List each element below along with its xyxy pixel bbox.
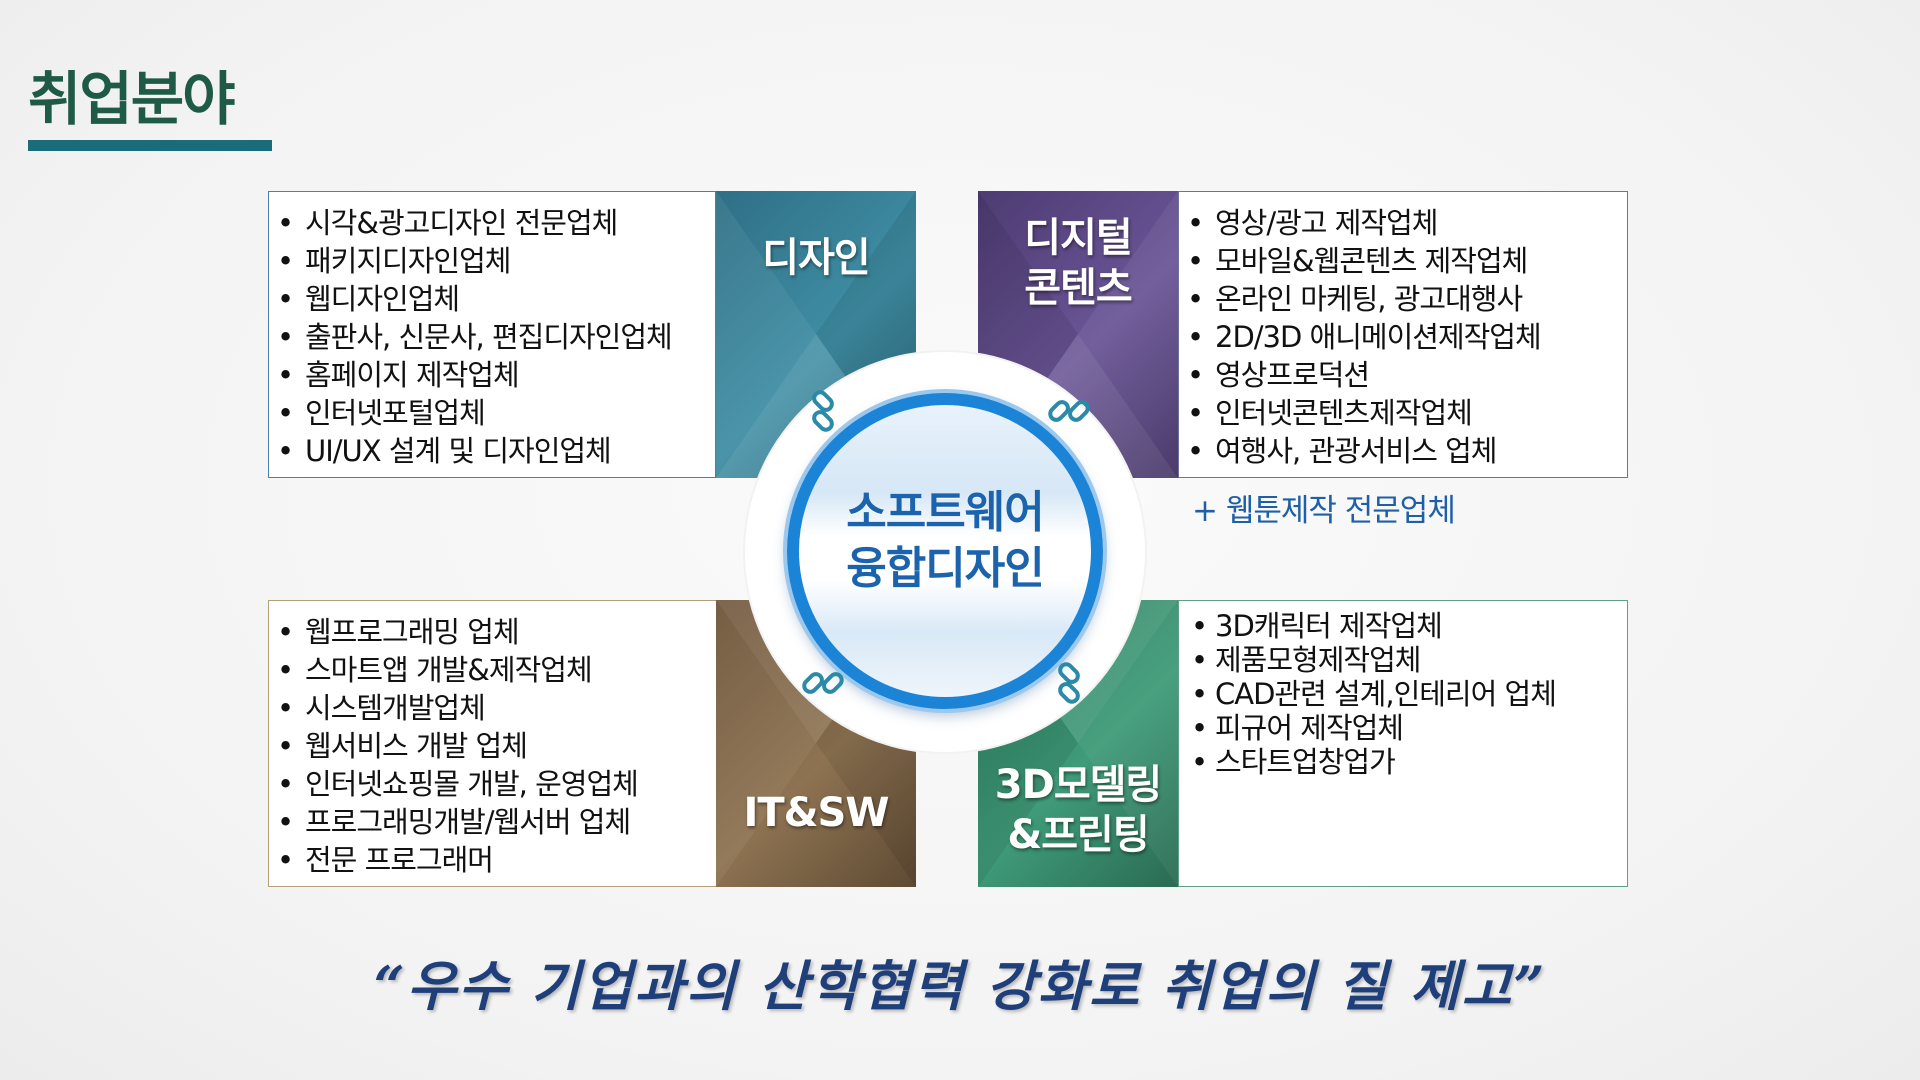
list-item: 시스템개발업체 <box>277 689 717 727</box>
modeling-panel-label-line1: 3D모델링 <box>994 762 1162 808</box>
modeling-list: 3D캐릭터 제작업체 제품모형제작업체 CAD관련 설계,인테리어 업체 피규어… <box>1179 601 1627 779</box>
list-item: 웹서비스 개발 업체 <box>277 727 717 765</box>
list-item: 시각&광고디자인 전문업체 <box>277 204 715 242</box>
list-item: 출판사, 신문사, 편집디자인업체 <box>277 318 715 356</box>
itsw-list-box: 웹프로그래밍 업체 스마트앱 개발&제작업체 시스템개발업체 웹서비스 개발 업… <box>268 600 718 887</box>
slogan: “우수 기업과의 산학협력 강화로 취업의 질 제고” <box>373 954 1547 1018</box>
digital-panel-label-line1: 디지털 <box>1024 215 1132 261</box>
page-title: 취업분야 <box>28 65 235 133</box>
list-item: CAD관련 설계,인테리어 업체 <box>1191 677 1627 711</box>
digital-list: 영상/광고 제작업체 모바일&웹콘텐츠 제작업체 온라인 마케팅, 광고대행사 … <box>1179 192 1627 470</box>
itsw-list: 웹프로그래밍 업체 스마트앱 개발&제작업체 시스템개발업체 웹서비스 개발 업… <box>269 601 717 879</box>
list-item: 여행사, 관광서비스 업체 <box>1187 432 1627 470</box>
center-label-line2: 융합디자인 <box>846 543 1044 594</box>
chain-link-icon <box>802 672 844 694</box>
list-item: 2D/3D 애니메이션제작업체 <box>1187 318 1627 356</box>
list-item: 프로그래밍개발/웹서버 업체 <box>277 803 717 841</box>
center-label-line1: 소프트웨어 <box>846 487 1044 538</box>
center-label: 소프트웨어 융합디자인 <box>787 485 1103 597</box>
list-item: 홈페이지 제작업체 <box>277 356 715 394</box>
design-panel-label: 디자인 <box>762 235 870 281</box>
list-item: 피규어 제작업체 <box>1191 711 1627 745</box>
list-item: 전문 프로그래머 <box>277 841 717 879</box>
digital-panel-label-line2: 콘텐츠 <box>1024 265 1132 311</box>
list-item: UI/UX 설계 및 디자인업체 <box>277 432 715 470</box>
chain-link-icon <box>1048 400 1090 422</box>
list-item: 영상/광고 제작업체 <box>1187 204 1627 242</box>
list-item: 온라인 마케팅, 광고대행사 <box>1187 280 1627 318</box>
list-item: 웹프로그래밍 업체 <box>277 613 717 651</box>
modeling-panel-label-line2: &프린팅 <box>1007 812 1149 858</box>
chain-link-icon <box>1058 662 1080 704</box>
list-item: 인터넷포털업체 <box>277 394 715 432</box>
list-item: 인터넷쇼핑몰 개발, 운영업체 <box>277 765 717 803</box>
itsw-panel-label: IT&SW <box>743 790 890 836</box>
list-item: 영상프로덕션 <box>1187 356 1627 394</box>
list-item: 3D캐릭터 제작업체 <box>1191 609 1627 643</box>
list-item: 인터넷콘텐츠제작업체 <box>1187 394 1627 432</box>
design-list-box: 시각&광고디자인 전문업체 패키지디자인업체 웹디자인업체 출판사, 신문사, … <box>268 191 716 478</box>
title-underline <box>28 140 272 151</box>
list-item: 스타트업창업가 <box>1191 745 1627 779</box>
webtoon-note: + 웹툰제작 전문업체 <box>1192 493 1456 529</box>
list-item: 모바일&웹콘텐츠 제작업체 <box>1187 242 1627 280</box>
list-item: 제품모형제작업체 <box>1191 643 1627 677</box>
design-list: 시각&광고디자인 전문업체 패키지디자인업체 웹디자인업체 출판사, 신문사, … <box>269 192 715 470</box>
digital-list-box: 영상/광고 제작업체 모바일&웹콘텐츠 제작업체 온라인 마케팅, 광고대행사 … <box>1178 191 1628 478</box>
modeling-list-box: 3D캐릭터 제작업체 제품모형제작업체 CAD관련 설계,인테리어 업체 피규어… <box>1178 600 1628 887</box>
list-item: 웹디자인업체 <box>277 280 715 318</box>
list-item: 스마트앱 개발&제작업체 <box>277 651 717 689</box>
chain-link-icon <box>812 390 834 432</box>
list-item: 패키지디자인업체 <box>277 242 715 280</box>
